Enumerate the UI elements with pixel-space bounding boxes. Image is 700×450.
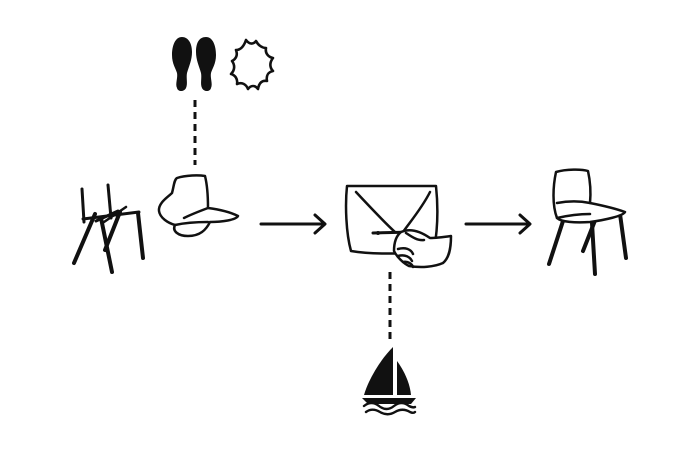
seat-shell-icon <box>157 174 240 238</box>
finished-chair-icon <box>547 168 628 276</box>
arrow-1 <box>259 213 327 235</box>
leather-cover-sewing-icon <box>344 184 453 269</box>
arrow-2 <box>464 213 532 235</box>
right-footprint <box>196 37 216 91</box>
sailboat-icon <box>362 347 417 416</box>
chair-frame-icon <box>72 183 145 274</box>
left-footprint <box>172 37 192 91</box>
leather-hide-icon <box>229 38 275 91</box>
footprints-icon <box>172 37 216 91</box>
